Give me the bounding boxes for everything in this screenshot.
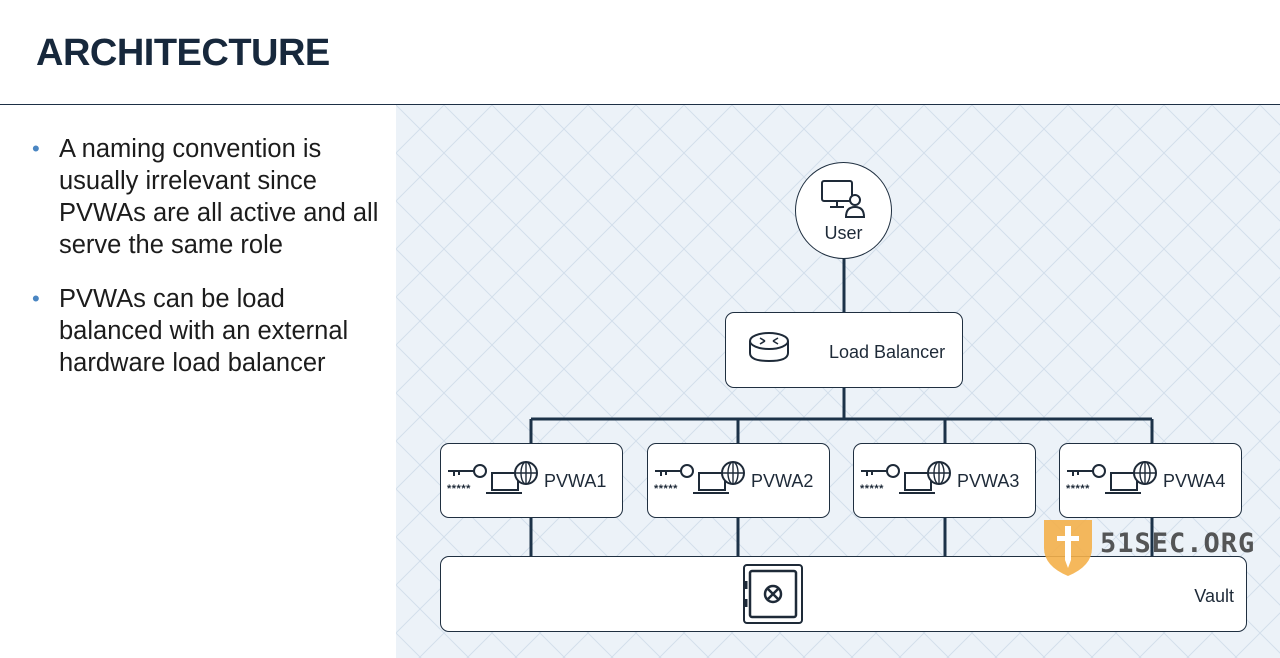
key-icon: [1067, 464, 1106, 478]
password-mask-icon: *****: [447, 483, 471, 495]
bullet-dot: •: [32, 136, 40, 161]
globe-icon: [1133, 461, 1157, 485]
load-balancer-node: Load Balancer: [725, 312, 963, 388]
laptop-icon: [1110, 472, 1138, 491]
globe-icon: [927, 461, 951, 485]
bullet-item: • A naming convention is usually irrelev…: [30, 133, 380, 261]
pvwa-node-2: ***** PVWA2: [647, 443, 830, 518]
watermark-text: 51SEC.ORG: [1100, 528, 1256, 559]
slide-title: ARCHITECTURE: [36, 32, 330, 74]
key-icon: [861, 464, 900, 478]
key-icon: [655, 464, 694, 478]
laptop-icon: [491, 472, 519, 491]
bullet-text: A naming convention is usually irrelevan…: [59, 135, 379, 259]
router-icon: [749, 332, 789, 363]
globe-icon: [721, 461, 745, 485]
user-computer-icon: [821, 180, 866, 218]
safe-icon: [743, 564, 803, 624]
laptop-icon: [698, 472, 726, 491]
key-icon: [448, 464, 487, 478]
pvwa-node-4: ***** PVWA4: [1059, 443, 1242, 518]
vault-node: Vault: [440, 556, 1247, 632]
connector-lines: [529, 259, 1154, 557]
pvwa-icon-group: [448, 461, 538, 494]
watermark: 51SEC.ORG: [1040, 516, 1254, 578]
laptop-icon: [904, 472, 932, 491]
pvwa-label: PVWA2: [751, 471, 814, 491]
password-mask-icon: *****: [1066, 483, 1090, 495]
user-node: User: [795, 162, 892, 259]
globe-icon: [514, 461, 538, 485]
pvwa-node-1: ***** PVWA1: [440, 443, 623, 518]
user-label: User: [824, 223, 863, 243]
password-mask-icon: *****: [654, 483, 678, 495]
architecture-diagram: User Load Balancer: [396, 105, 1280, 658]
pvwa-icon-group: [655, 461, 745, 494]
bullet-list: • A naming convention is usually irrelev…: [30, 133, 380, 401]
load-balancer-label: Load Balancer: [829, 342, 946, 362]
pvwa-icon-group: [861, 461, 951, 494]
bullet-dot: •: [32, 286, 40, 311]
pvwa-icon-group: [1067, 461, 1157, 494]
pvwa-label: PVWA1: [544, 471, 607, 491]
pvwa-node-3: ***** PVWA3: [853, 443, 1036, 518]
vault-label: Vault: [1194, 586, 1234, 606]
bullet-item: • PVWAs can be load balanced with an ext…: [30, 283, 380, 379]
pvwa-label: PVWA4: [1163, 471, 1226, 491]
title-divider: [0, 104, 1280, 105]
bullet-text: PVWAs can be load balanced with an exter…: [59, 285, 349, 377]
password-mask-icon: *****: [860, 483, 884, 495]
shield-sword-icon: [1044, 520, 1092, 576]
pvwa-label: PVWA3: [957, 471, 1020, 491]
